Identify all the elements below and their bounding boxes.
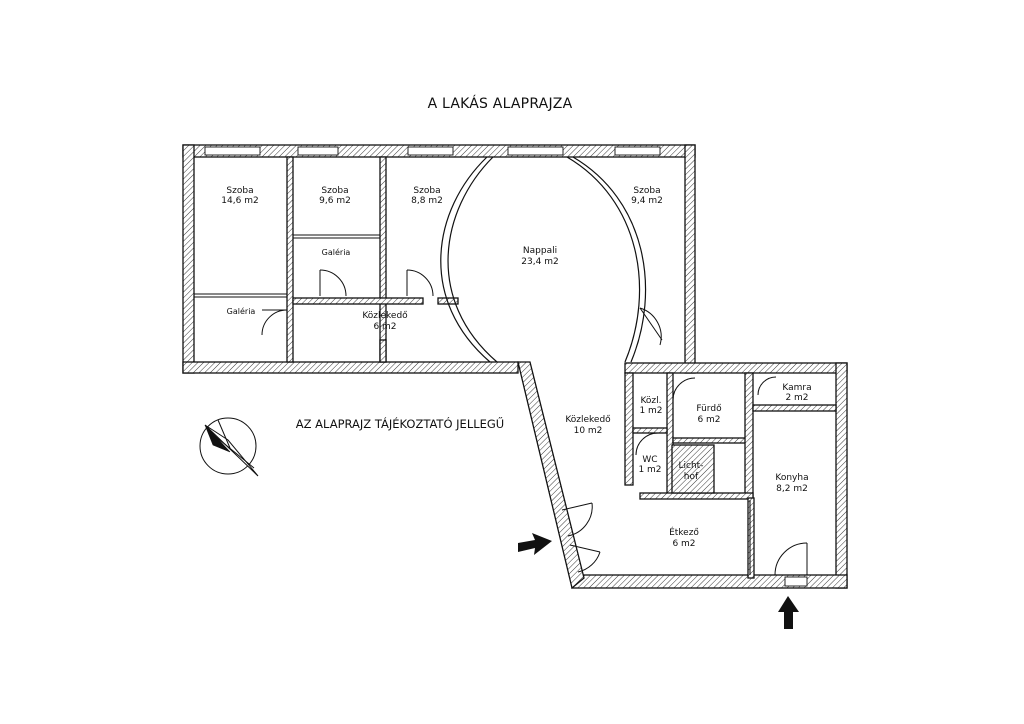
nappali-curved-walls bbox=[440, 156, 647, 363]
room-wc-name: WC bbox=[642, 455, 657, 465]
room-etkezo-name: Étkező bbox=[669, 526, 699, 538]
room-furdo-name: Fürdő bbox=[696, 404, 722, 414]
room-konyha-area: 8,2 m2 bbox=[776, 484, 808, 494]
room-kozlekedo-1-name: Közlekedő bbox=[362, 311, 408, 321]
outer-walls bbox=[182, 144, 848, 590]
room-furdo-area: 6 m2 bbox=[697, 415, 720, 425]
arrow-right-icon bbox=[518, 533, 552, 555]
room-labels: Szoba 14,6 m2 Szoba 9,6 m2 Galéria Szoba… bbox=[221, 186, 811, 549]
room-kamra-name: Kamra bbox=[782, 383, 811, 393]
disclaimer-note: AZ ALAPRAJZ TÁJÉKOZTATÓ JELLEGŰ bbox=[296, 416, 504, 431]
room-szoba-1-name: Szoba bbox=[226, 186, 253, 196]
room-kozlekedo-1-area: 6 m2 bbox=[373, 322, 396, 332]
room-kozlekedo-2-name: Közlekedő bbox=[565, 415, 611, 425]
room-kozl-name: Közl. bbox=[640, 396, 661, 406]
page-title: A LAKÁS ALAPRAJZA bbox=[428, 95, 573, 112]
compass-icon bbox=[199, 417, 259, 477]
room-szoba-3-area: 8,8 m2 bbox=[411, 196, 443, 206]
arrow-up-icon bbox=[778, 596, 799, 629]
room-wc-area: 1 m2 bbox=[638, 465, 661, 475]
room-lichthof-name-2: hof bbox=[684, 472, 699, 482]
room-szoba-2-area: 9,6 m2 bbox=[319, 196, 351, 206]
room-lichthof-name: Licht- bbox=[679, 461, 704, 471]
room-kozl-area: 1 m2 bbox=[639, 406, 662, 416]
room-kozlekedo-2-area: 10 m2 bbox=[574, 426, 603, 436]
room-szoba-3-name: Szoba bbox=[413, 186, 440, 196]
interior-walls bbox=[194, 156, 837, 579]
room-nappali-name: Nappali bbox=[523, 246, 557, 256]
doors bbox=[261, 269, 808, 576]
room-kamra-area: 2 m2 bbox=[785, 393, 808, 403]
room-konyha-name: Konyha bbox=[775, 473, 808, 483]
room-etkezo-area: 6 m2 bbox=[672, 539, 695, 549]
room-szoba-1-area: 14,6 m2 bbox=[221, 196, 258, 206]
room-galeria-2-name: Galéria bbox=[227, 306, 256, 316]
room-szoba-4-name: Szoba bbox=[633, 186, 660, 196]
room-galeria-1-name: Galéria bbox=[322, 247, 351, 257]
room-szoba-4-area: 9,4 m2 bbox=[631, 196, 663, 206]
room-nappali-area: 23,4 m2 bbox=[521, 257, 558, 267]
windows bbox=[204, 146, 808, 587]
room-szoba-2-name: Szoba bbox=[321, 186, 348, 196]
